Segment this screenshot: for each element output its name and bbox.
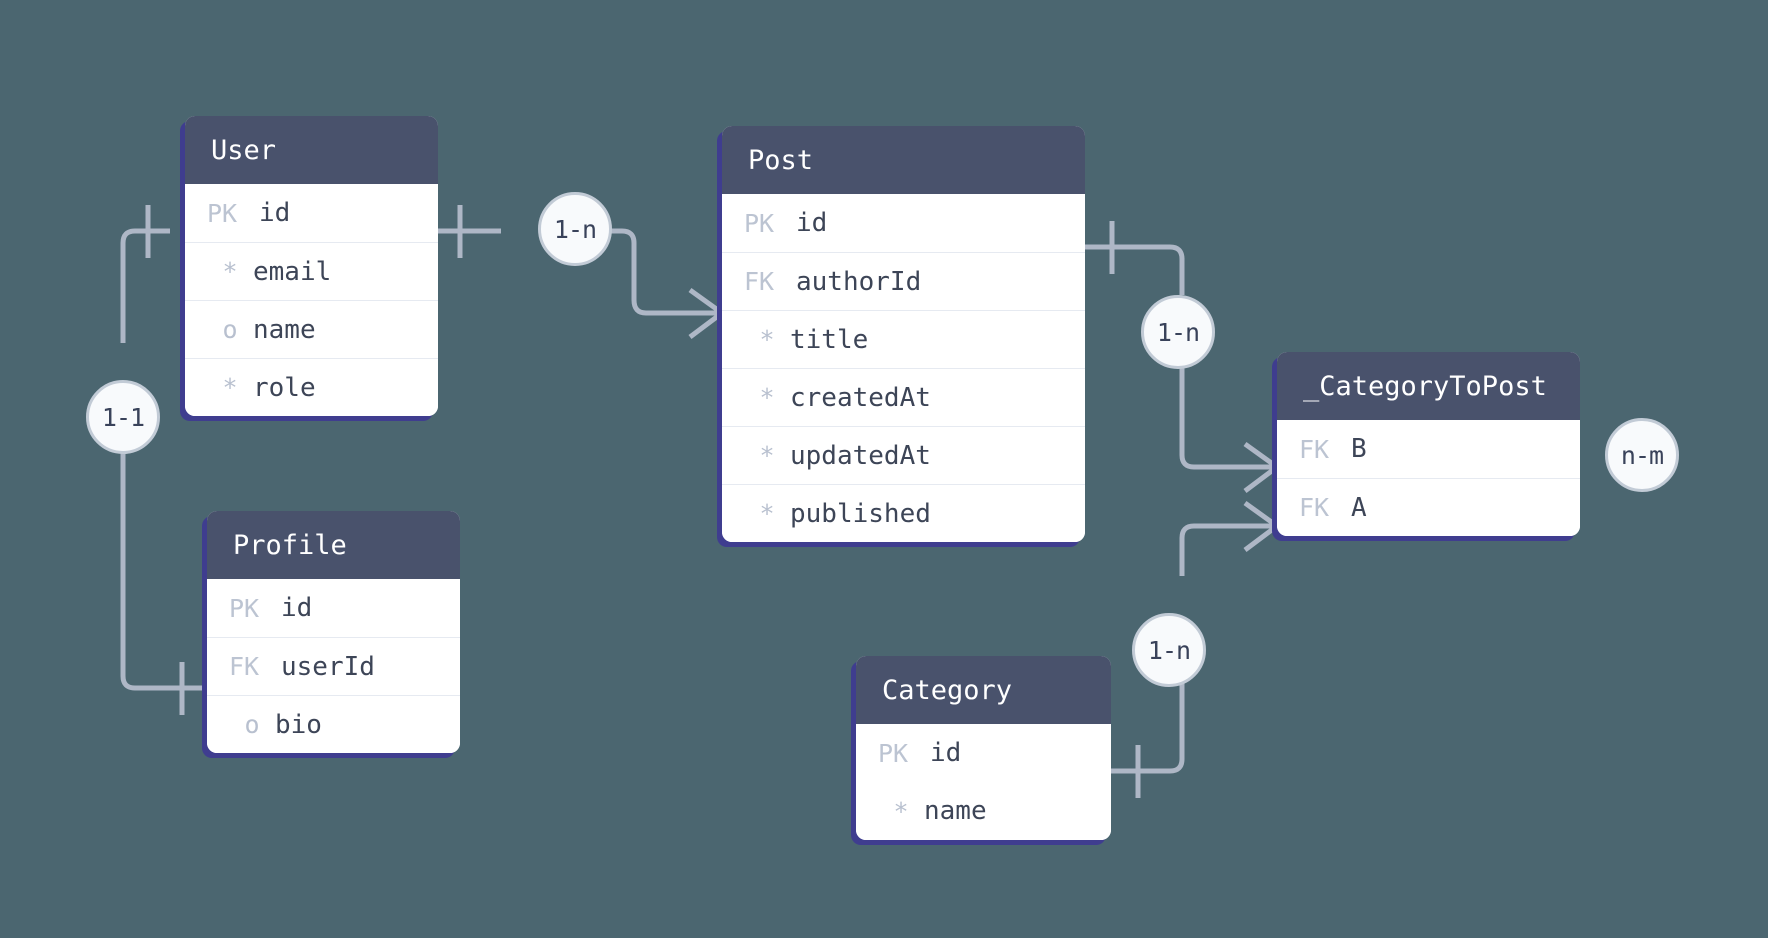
field-name: updatedAt: [790, 440, 931, 471]
field-name: id: [281, 593, 313, 623]
field-prefix-required: *: [759, 325, 775, 354]
entity-title-user: User: [185, 116, 438, 184]
field-prefix-required: *: [222, 257, 238, 286]
crowsfoot-post-authorid: [688, 287, 724, 339]
field-prefix-optional: o: [222, 315, 238, 344]
field-name: userId: [281, 651, 375, 682]
field-row[interactable]: * updatedAt: [722, 426, 1085, 484]
field-name: name: [924, 796, 987, 826]
cardinality-badge-user-profile[interactable]: 1-1: [86, 380, 160, 454]
field-prefix-key: PK: [878, 738, 909, 768]
entity-title-post: Post: [722, 126, 1085, 194]
field-name: email: [253, 256, 332, 287]
field-name: A: [1351, 492, 1367, 523]
field-prefix-required: *: [893, 796, 909, 826]
field-prefix-key: PK: [229, 593, 260, 623]
field-row[interactable]: * email: [185, 242, 438, 300]
field-name: published: [790, 498, 931, 529]
wire-category-ctp: [1111, 650, 1185, 774]
field-name: name: [253, 314, 316, 345]
entity-fields-categorytopost: FK B FK A: [1277, 420, 1580, 536]
field-name: id: [259, 198, 291, 228]
field-name: role: [253, 372, 316, 403]
field-prefix-optional: o: [244, 710, 260, 739]
field-prefix-key: PK: [744, 208, 775, 238]
field-row[interactable]: * name: [856, 782, 1111, 840]
field-row[interactable]: PK id: [207, 579, 460, 637]
crowsfoot-ctp-b: [1243, 441, 1279, 493]
field-prefix-key: FK: [1299, 493, 1330, 522]
field-row[interactable]: PK id: [185, 184, 438, 242]
cardinality-badge-post-categorytopost[interactable]: 1-n: [1141, 295, 1215, 369]
field-prefix-key: PK: [207, 198, 238, 228]
cardinality-badge-user-post[interactable]: 1-n: [538, 192, 612, 266]
cardinality-badge-category-post-nm[interactable]: n-m: [1605, 418, 1679, 492]
wire-user-profile: [120, 228, 170, 343]
field-row[interactable]: * createdAt: [722, 368, 1085, 426]
field-row[interactable]: PK id: [722, 194, 1085, 252]
field-prefix-required: *: [759, 441, 775, 470]
field-prefix-key: FK: [744, 267, 775, 296]
field-name: bio: [275, 709, 322, 740]
field-name: id: [796, 208, 828, 238]
field-row[interactable]: FK B: [1277, 420, 1580, 478]
field-prefix-required: *: [759, 499, 775, 528]
field-prefix-key: FK: [1299, 434, 1330, 464]
field-prefix-required: *: [222, 373, 238, 402]
entity-fields-category: PK id * name: [856, 724, 1111, 840]
wire-category-ctp-2: [1179, 523, 1273, 576]
field-row[interactable]: PK id: [856, 724, 1111, 782]
field-prefix-required: *: [759, 383, 775, 412]
wire-user-post-2: [575, 228, 718, 316]
field-name: authorId: [796, 266, 922, 297]
entity-title-category: Category: [856, 656, 1111, 724]
field-row[interactable]: * published: [722, 484, 1085, 542]
wire-user-profile-2: [120, 417, 204, 691]
wire-post-ctp: [1085, 244, 1185, 262]
cardinality-badge-category-ctp[interactable]: 1-n: [1132, 613, 1206, 687]
field-row[interactable]: * role: [185, 358, 438, 416]
field-name: createdAt: [790, 382, 931, 413]
field-row[interactable]: FK userId: [207, 637, 460, 695]
entity-title-profile: Profile: [207, 511, 460, 579]
field-name: id: [930, 738, 962, 768]
field-row[interactable]: * title: [722, 310, 1085, 368]
entity-title-categorytopost: _CategoryToPost: [1277, 352, 1580, 420]
field-prefix-key: FK: [229, 652, 260, 681]
field-row[interactable]: FK A: [1277, 478, 1580, 536]
field-row[interactable]: FK authorId: [722, 252, 1085, 310]
field-name: B: [1351, 434, 1367, 464]
crowsfoot-ctp-a: [1243, 500, 1279, 552]
wire-post-ctp-3: [1179, 332, 1273, 470]
field-name: title: [790, 324, 869, 355]
